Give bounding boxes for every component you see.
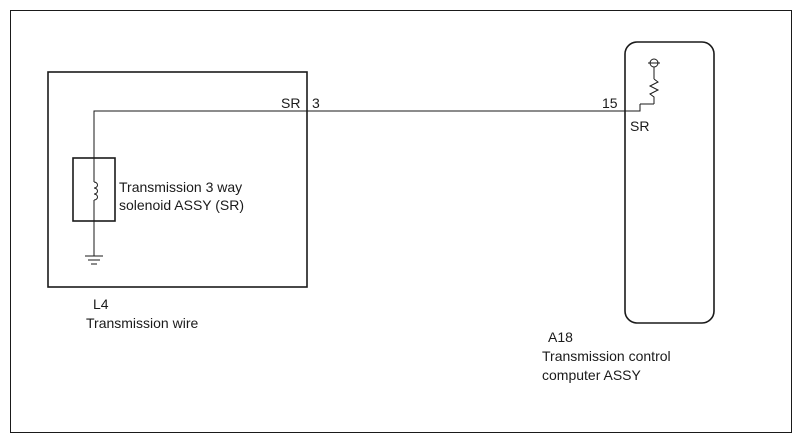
diagram-frame [10,10,792,433]
solenoid-label-line2: solenoid ASSY (SR) [119,197,245,213]
ecu-label-line2: computer ASSY [542,367,641,383]
ecu-label-line1: Transmission control [542,348,671,364]
left-connector-id: L4 [93,296,109,312]
right-pin-name: SR [630,118,650,134]
solenoid-label-line1: Transmission 3 way [119,179,243,195]
left-connector-name: Transmission wire [86,315,199,331]
ecu-box [624,41,715,324]
solenoid-coil-icon [93,181,98,201]
pullup-resistor-icon [648,58,660,104]
signal-wire [93,104,641,182]
left-pin-number: 3 [312,95,320,111]
ground-icon [85,255,103,265]
left-pin-name: SR [281,95,301,111]
transmission-wire-box [47,71,308,288]
right-connector-id: A18 [548,329,573,345]
right-pin-number: 15 [602,95,618,111]
